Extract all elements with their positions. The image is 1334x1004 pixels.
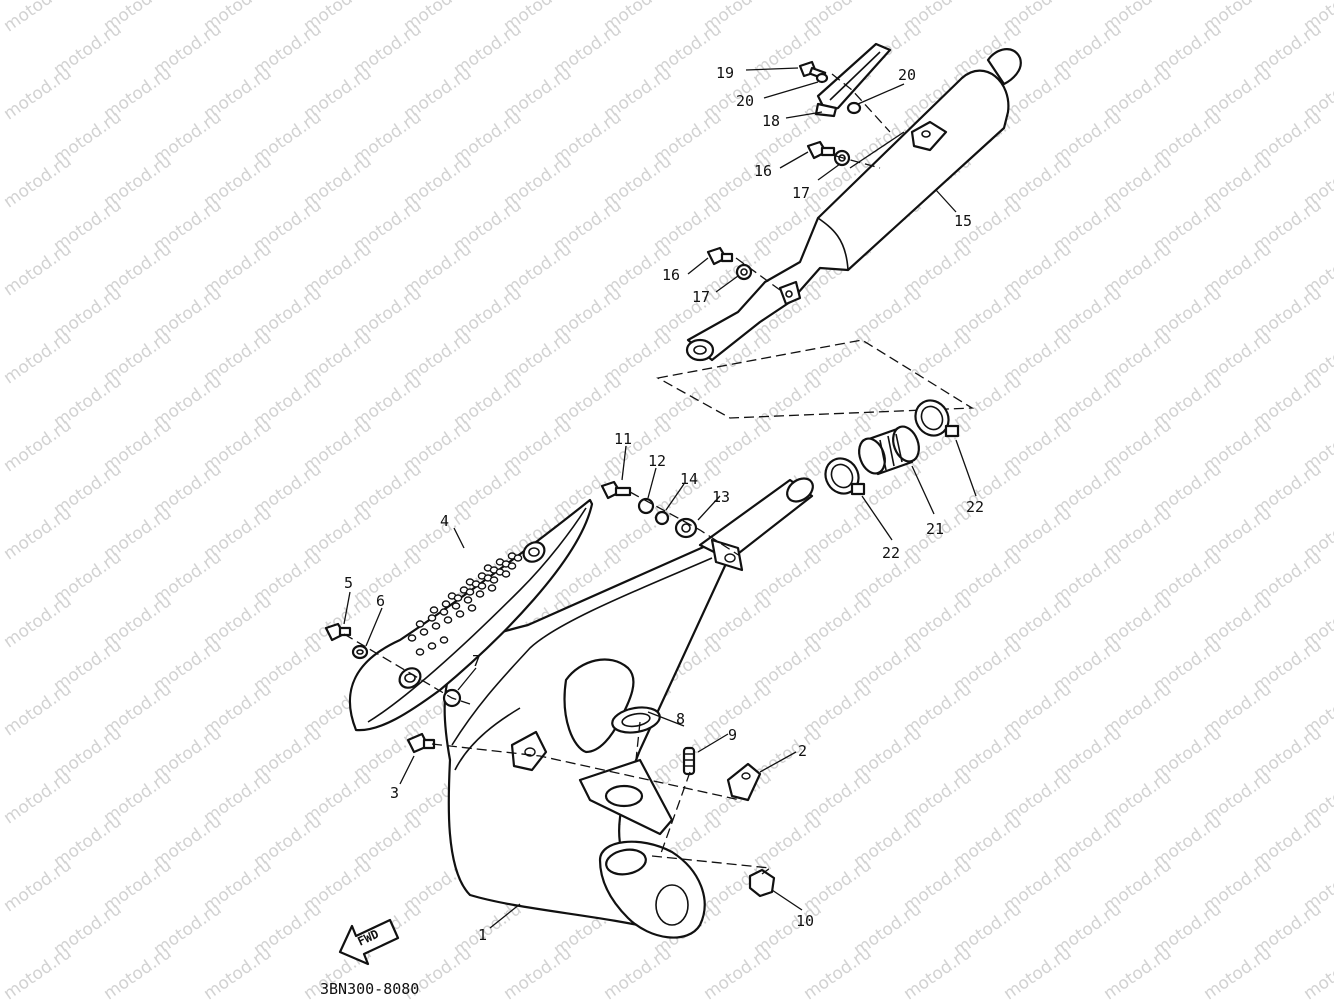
part-label-22a: 22 <box>882 544 900 562</box>
bolt-16a <box>806 140 836 160</box>
vent-hole <box>429 606 439 614</box>
vent-hole <box>467 604 477 612</box>
vent-hole <box>427 614 437 622</box>
vent-hole <box>439 636 449 644</box>
vent-hole <box>501 570 511 578</box>
part-label-2: 2 <box>798 742 807 760</box>
diagram-code: 3BN300-8080 <box>320 980 419 998</box>
part-label-15: 15 <box>954 212 972 230</box>
vent-hole <box>465 588 475 596</box>
vent-hole <box>487 584 497 592</box>
stud-9 <box>682 746 696 776</box>
vent-hole <box>453 594 463 602</box>
expansion-chamber <box>443 477 814 939</box>
heat-shield <box>348 498 594 732</box>
part-label-20b: 20 <box>898 66 916 84</box>
part-label-11: 11 <box>614 430 632 448</box>
part-label-9: 9 <box>728 726 737 744</box>
muffler <box>685 48 1022 362</box>
part-label-14: 14 <box>680 470 698 488</box>
part-label-6: 6 <box>376 592 385 610</box>
vent-hole <box>419 628 429 636</box>
vent-hole <box>443 616 453 624</box>
fwd-arrow-icon: FWD <box>338 918 400 966</box>
collar-14 <box>654 510 670 526</box>
washer-17b <box>735 263 753 281</box>
part-label-10: 10 <box>796 912 814 930</box>
vent-hole <box>415 620 425 628</box>
washer-6 <box>351 644 369 660</box>
stay-2 <box>726 762 762 802</box>
vent-hole <box>513 554 523 562</box>
part-labels: 19 20 20 18 16 17 15 16 17 11 12 14 13 4… <box>344 64 984 944</box>
part-label-3: 3 <box>390 784 399 802</box>
vent-hole <box>431 622 441 630</box>
vent-hole <box>441 600 451 608</box>
part-label-16b: 16 <box>662 266 680 284</box>
connection-box <box>656 339 975 419</box>
clamp-22b <box>914 399 960 438</box>
vent-hole <box>451 602 461 610</box>
washer-20b <box>846 101 862 115</box>
part-label-21: 21 <box>926 520 944 538</box>
part-label-5: 5 <box>344 574 353 592</box>
vent-hole <box>439 608 449 616</box>
vent-hole <box>489 576 499 584</box>
bolt-5 <box>324 622 352 642</box>
vent-hole <box>427 642 437 650</box>
label-leaders <box>343 67 977 929</box>
bolt-11 <box>600 480 632 500</box>
part-label-17a: 17 <box>792 184 810 202</box>
washer-20a <box>815 72 829 84</box>
part-label-18: 18 <box>762 112 780 130</box>
vent-hole <box>507 562 517 570</box>
vent-hole <box>455 610 465 618</box>
part-label-12: 12 <box>648 452 666 470</box>
vent-hole <box>477 582 487 590</box>
heat-shield-vents <box>407 552 523 656</box>
rubber-joint-21 <box>858 425 920 476</box>
part-label-1: 1 <box>478 926 487 944</box>
vent-hole <box>475 590 485 598</box>
part-label-22b: 22 <box>966 498 984 516</box>
part-label-4: 4 <box>440 512 449 530</box>
vent-hole <box>463 596 473 604</box>
alignment-lines <box>343 73 905 875</box>
bolt-3 <box>406 732 436 754</box>
clamp-22a <box>824 457 866 496</box>
vent-hole <box>415 648 425 656</box>
part-label-17b: 17 <box>692 288 710 306</box>
part-label-20a: 20 <box>736 92 754 110</box>
part-label-13: 13 <box>712 488 730 506</box>
part-label-16a: 16 <box>754 162 772 180</box>
bolt-16b <box>706 246 734 266</box>
nut-10 <box>748 868 776 898</box>
part-label-19: 19 <box>716 64 734 82</box>
part-label-7: 7 <box>472 652 481 670</box>
part-label-8: 8 <box>676 710 685 728</box>
vent-hole <box>407 634 417 642</box>
muffler-bracket <box>814 42 892 118</box>
